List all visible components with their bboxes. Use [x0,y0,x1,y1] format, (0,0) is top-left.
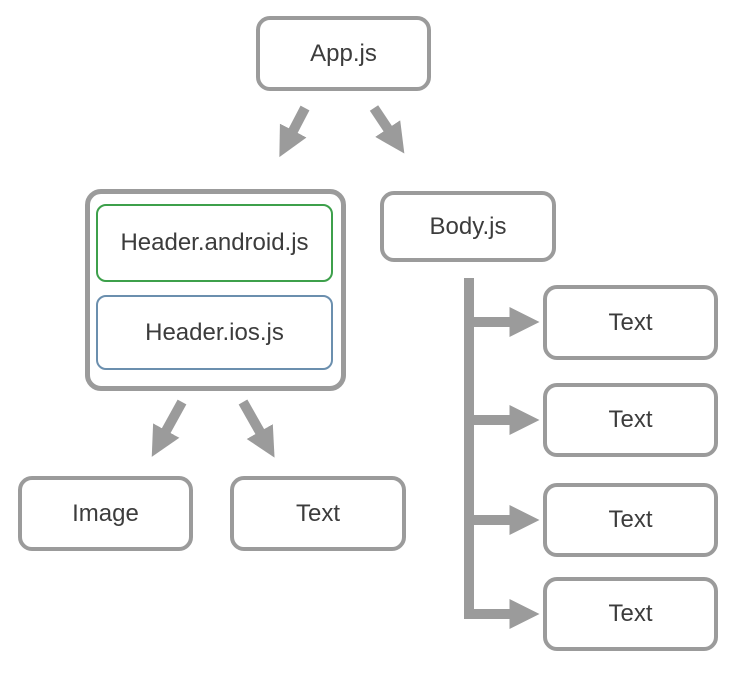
arrow-header-to-image-icon [151,399,187,457]
node-text-child-4: Text [543,577,718,651]
node-header-group: Header.android.js Header.ios.js [85,189,346,391]
node-app-js: App.js [256,16,431,91]
node-header-android-js: Header.android.js [96,204,333,282]
arrow-app-to-header-icon [279,105,310,158]
arrow-app-to-body-icon [369,105,405,154]
node-text-child-3: Text [543,483,718,557]
node-body-js: Body.js [380,191,556,262]
node-text-main: Text [230,476,406,551]
node-text-child-2: Text [543,383,718,457]
arrow-header-to-text-icon [238,399,275,458]
node-image: Image [18,476,193,551]
node-header-ios-js: Header.ios.js [96,295,333,370]
node-text-child-1: Text [543,285,718,360]
